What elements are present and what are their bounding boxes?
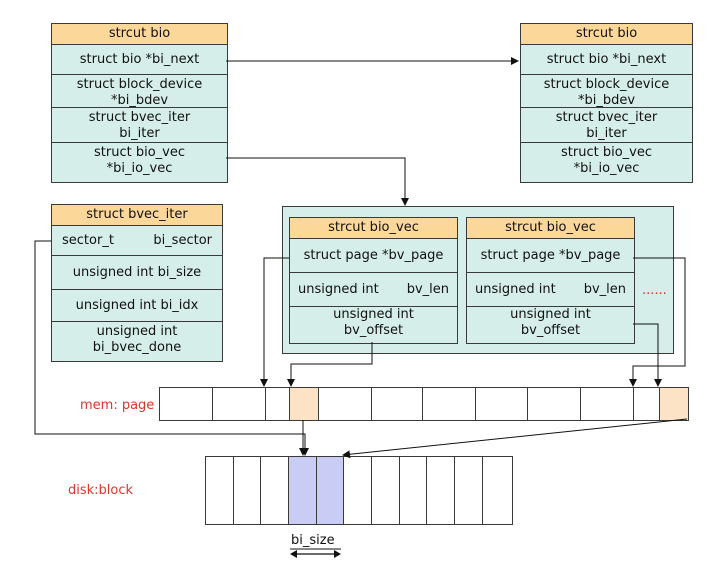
mem-cell [213, 388, 266, 420]
bio-vec-1-title: strcut bio_vec [290, 218, 457, 239]
disk-block-row [205, 456, 513, 525]
disk-cell [234, 457, 261, 524]
disk-cell [427, 457, 455, 524]
bv-len-type-1: unsigned int [298, 282, 379, 297]
bio-vec-1-bv-offset: unsigned int bv_offset [333, 307, 414, 338]
bio-vec-2-title: strcut bio_vec [467, 218, 634, 239]
bvec-iter-title: struct bvec_iter [52, 205, 222, 226]
bio-vec-2-bv-len: unsigned int bv_len [467, 273, 634, 307]
mem-cell [634, 388, 660, 420]
bvec-iter-bi-size: unsigned int bi_size [52, 256, 222, 290]
bv-page-2-arrow [629, 257, 686, 387]
bio-vec-2-bv-offset: unsigned int bv_offset [510, 307, 591, 338]
disk-cell-highlight [317, 457, 344, 524]
bvec-iter-bi-idx: unsigned int bi_idx [52, 290, 222, 322]
bvec-iter-bi-bvec-done: unsigned int bi_bvec_done [92, 324, 182, 355]
bio-left-bi-next: struct bio *bi_next [52, 45, 227, 75]
bv-offset-2-arrow [633, 323, 662, 387]
bio-right-bi-bdev: struct block_device *bi_bdev [521, 75, 692, 108]
bio-vec-1-bv-page: struct page *bv_page [290, 239, 457, 273]
mem-cell [319, 388, 372, 420]
disk-cell [261, 457, 289, 524]
bi-sector-arrow [34, 240, 309, 456]
mem-cell-highlight [290, 388, 319, 420]
bio-vec-struct-2: strcut bio_vec struct page *bv_page unsi… [466, 217, 635, 344]
bv-len-type-2: unsigned int [475, 282, 556, 297]
bio-right-bi-io-vec: struct bio_vec *bi_io_vec [561, 145, 652, 176]
mem-page-row [159, 387, 689, 421]
bio-left-bi-bdev: struct block_device *bi_bdev [52, 75, 227, 108]
disk-cell [344, 457, 372, 524]
mem-cell [372, 388, 423, 420]
bio-left-title: strcut bio [52, 24, 227, 45]
bio-right-bi-next: struct bio *bi_next [521, 45, 692, 75]
bv-len-name-1: bv_len [406, 282, 449, 297]
mem-cell [160, 388, 213, 420]
disk-cell [206, 457, 234, 524]
mem-to-disk-arrow-2 [342, 418, 688, 459]
mem-cell [476, 388, 528, 420]
mem-cell [266, 388, 290, 420]
bio-struct-right: strcut bio struct bio *bi_next struct bl… [520, 23, 693, 183]
bi-size-label: bi_size [291, 533, 335, 548]
disk-cell [372, 457, 400, 524]
mem-page-label: mem: page [80, 398, 155, 413]
bio-right-title: strcut bio [521, 24, 692, 45]
mem-cell-highlight [660, 388, 688, 420]
bi-sector-name: bi_sector [153, 233, 212, 248]
bio-left-bi-io-vec: struct bio_vec *bi_io_vec [94, 145, 185, 176]
disk-cell [400, 457, 427, 524]
disk-cell [455, 457, 483, 524]
mem-cell [423, 388, 476, 420]
mem-cell [581, 388, 634, 420]
disk-block-label: disk:block [68, 483, 134, 498]
bio-vec-struct-1: strcut bio_vec struct page *bv_page unsi… [289, 217, 458, 344]
bv-offset-1-arrow [287, 342, 373, 387]
bi-io-vec-arrow [226, 157, 409, 206]
bio-vec-2-bv-page: struct page *bv_page [467, 239, 634, 273]
disk-cell-highlight [289, 457, 317, 524]
ellipsis-more-vecs: ...... [642, 283, 667, 298]
bvec-iter-struct: struct bvec_iter sector_t bi_sector unsi… [51, 204, 223, 362]
bio-vec-1-bv-len: unsigned int bv_len [290, 273, 457, 307]
mem-cell [528, 388, 581, 420]
bio-left-bi-iter: struct bvec_iter bi_iter [52, 108, 227, 143]
bio-struct-left: strcut bio struct bio *bi_next struct bl… [51, 23, 228, 183]
bi-sector-type: sector_t [62, 233, 114, 248]
bv-len-name-2: bv_len [583, 282, 626, 297]
bv-page-1-arrow [260, 257, 289, 387]
bvec-iter-bi-sector: sector_t bi_sector [52, 226, 222, 256]
bio-right-bi-iter: struct bvec_iter bi_iter [521, 108, 692, 143]
